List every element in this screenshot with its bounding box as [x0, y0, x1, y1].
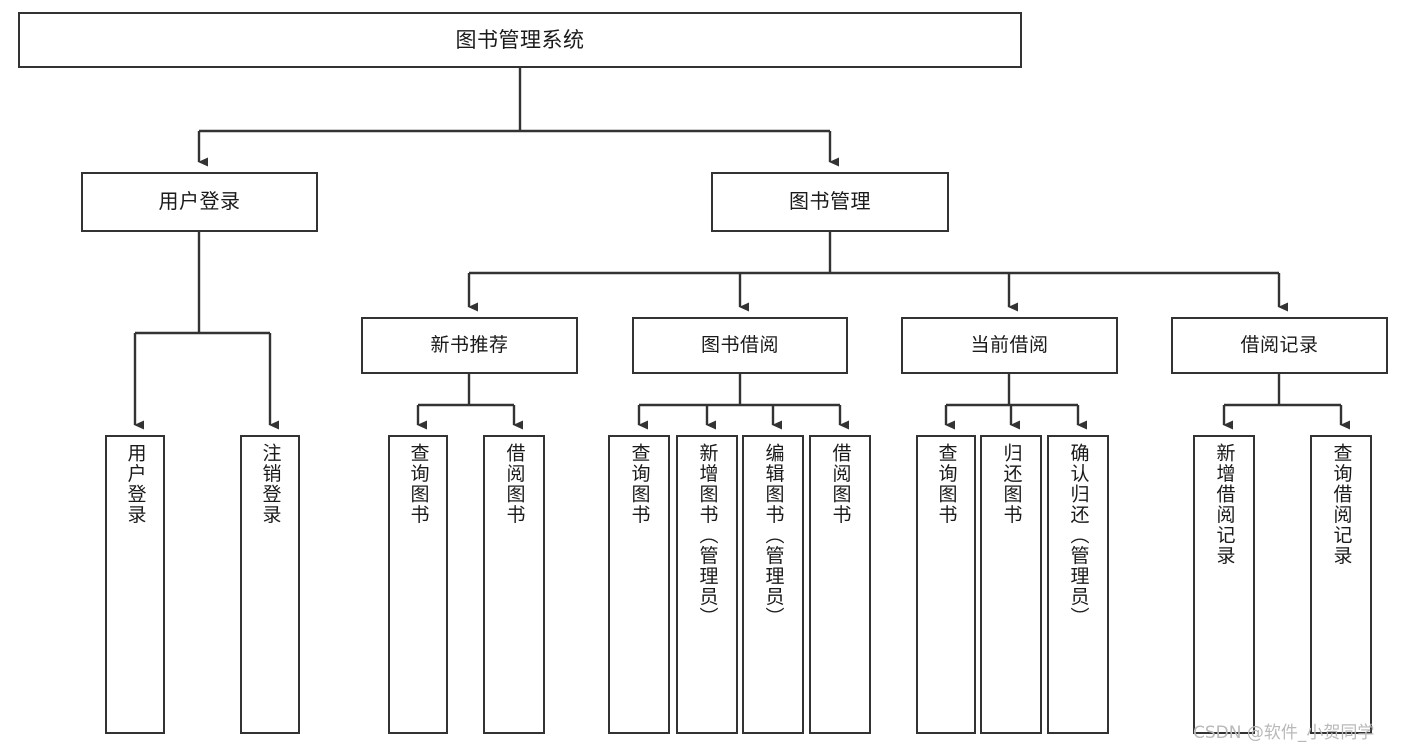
node-leaf-add-book[interactable]: 新增图书（管理员） [676, 435, 738, 734]
node-leaf-query-book-3-label: 查询图书 [935, 443, 958, 525]
node-user-login[interactable]: 用户登录 [81, 172, 318, 232]
csdn-watermark: CSDN @软件_小贺同学 [1193, 723, 1375, 743]
node-leaf-query-book-3[interactable]: 查询图书 [916, 435, 976, 734]
node-leaf-return-book-label: 归还图书 [1000, 443, 1023, 525]
node-leaf-logout-label: 注销登录 [259, 443, 282, 525]
node-leaf-logout[interactable]: 注销登录 [240, 435, 300, 734]
node-leaf-query-record[interactable]: 查询借阅记录 [1310, 435, 1372, 734]
node-leaf-confirm-return[interactable]: 确认归还（管理员） [1047, 435, 1109, 734]
node-borrow-record[interactable]: 借阅记录 [1171, 317, 1388, 374]
node-leaf-query-book-2-label: 查询图书 [628, 443, 651, 525]
node-leaf-query-book-2[interactable]: 查询图书 [608, 435, 670, 734]
node-book-manage[interactable]: 图书管理 [711, 172, 949, 232]
node-leaf-add-record-label: 新增借阅记录 [1213, 443, 1236, 566]
node-book-borrow-label: 图书借阅 [700, 334, 779, 357]
node-leaf-query-record-label: 查询借阅记录 [1330, 443, 1353, 566]
node-leaf-user-login-label: 用户登录 [124, 443, 147, 525]
node-book-borrow[interactable]: 图书借阅 [632, 317, 848, 374]
node-leaf-borrow-book-2-label: 借阅图书 [829, 443, 852, 525]
node-leaf-query-book-1[interactable]: 查询图书 [388, 435, 448, 734]
node-leaf-add-book-label: 新增图书（管理员） [696, 443, 719, 628]
node-new-book-recommend-label: 新书推荐 [430, 334, 509, 357]
node-current-borrow-label: 当前借阅 [970, 334, 1049, 357]
node-leaf-borrow-book-2[interactable]: 借阅图书 [809, 435, 871, 734]
node-new-book-recommend[interactable]: 新书推荐 [361, 317, 578, 374]
node-user-login-label: 用户登录 [158, 189, 241, 214]
node-leaf-borrow-book-1[interactable]: 借阅图书 [483, 435, 545, 734]
node-leaf-edit-book[interactable]: 编辑图书（管理员） [742, 435, 804, 734]
node-leaf-confirm-return-label: 确认归还（管理员） [1067, 443, 1090, 628]
node-leaf-user-login[interactable]: 用户登录 [105, 435, 165, 734]
node-leaf-edit-book-label: 编辑图书（管理员） [762, 443, 785, 628]
node-leaf-add-record[interactable]: 新增借阅记录 [1193, 435, 1255, 734]
node-leaf-query-book-1-label: 查询图书 [407, 443, 430, 525]
node-root[interactable]: 图书管理系统 [18, 12, 1022, 68]
node-borrow-record-label: 借阅记录 [1240, 334, 1319, 357]
node-book-manage-label: 图书管理 [789, 189, 871, 214]
node-leaf-borrow-book-1-label: 借阅图书 [503, 443, 526, 525]
node-current-borrow[interactable]: 当前借阅 [901, 317, 1118, 374]
node-root-label: 图书管理系统 [455, 27, 585, 52]
node-leaf-return-book[interactable]: 归还图书 [980, 435, 1042, 734]
